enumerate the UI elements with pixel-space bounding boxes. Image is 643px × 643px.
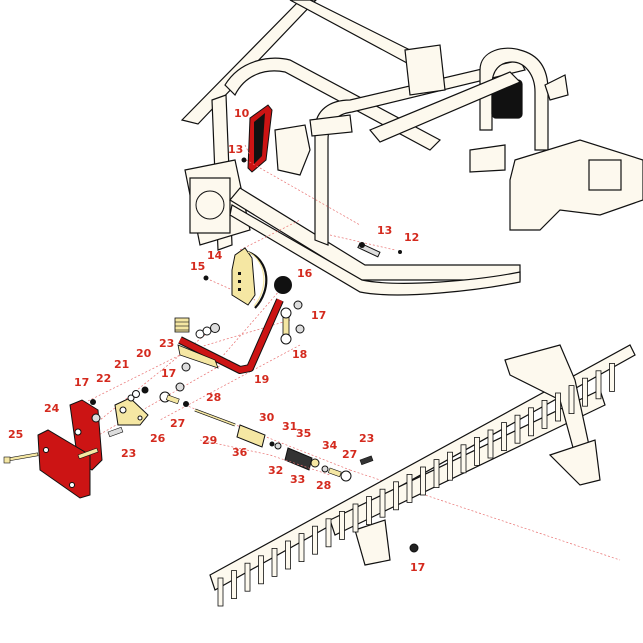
rake-tines bbox=[217, 362, 615, 607]
part-19-control-lever bbox=[174, 298, 284, 374]
callout-12: 12 bbox=[404, 231, 420, 244]
callout-13-lower: 13 bbox=[377, 224, 393, 237]
callout-20: 20 bbox=[136, 347, 152, 360]
rake-tine bbox=[339, 510, 345, 540]
rake-tine bbox=[514, 414, 521, 444]
callout-24: 24 bbox=[44, 402, 60, 415]
callout-17-bracket: 17 bbox=[74, 376, 90, 389]
rake-tine bbox=[555, 392, 561, 422]
callout-15: 15 bbox=[190, 260, 206, 273]
rake-tine bbox=[312, 525, 318, 555]
callout-14: 14 bbox=[207, 249, 223, 262]
callout-22: 22 bbox=[96, 372, 112, 385]
part-10-grille-panel bbox=[247, 104, 273, 173]
callout-28-right: 28 bbox=[316, 479, 332, 492]
rake-tine bbox=[217, 577, 224, 607]
rake-tine bbox=[231, 570, 237, 599]
rake-tine bbox=[474, 436, 480, 466]
part-26-bracket bbox=[90, 382, 185, 438]
rake-tine bbox=[528, 407, 534, 437]
part-18-link bbox=[280, 300, 305, 345]
rake-tine bbox=[244, 562, 251, 592]
rake-tine bbox=[406, 473, 413, 503]
rake-tine bbox=[285, 540, 291, 570]
callout-16: 16 bbox=[297, 267, 313, 280]
callout-30: 30 bbox=[259, 411, 275, 424]
callout-17-rake: 17 bbox=[410, 561, 426, 574]
callout-27-left: 27 bbox=[170, 417, 186, 430]
rake-tine bbox=[595, 370, 602, 400]
callout-36: 36 bbox=[232, 446, 248, 459]
callout-19: 19 bbox=[254, 373, 270, 386]
rake-tine bbox=[420, 466, 426, 496]
rake-tine bbox=[258, 555, 264, 585]
rake-tine bbox=[433, 459, 440, 489]
rake-tine bbox=[460, 444, 467, 474]
rake-tine bbox=[298, 533, 305, 562]
rake-tine bbox=[393, 481, 399, 511]
rake-tine bbox=[379, 488, 386, 518]
callout-28-left: 28 bbox=[206, 391, 222, 404]
rake-tine bbox=[325, 518, 332, 548]
callout-27-right: 27 bbox=[342, 448, 358, 461]
chassis-frame bbox=[180, 0, 643, 296]
callout-23-bracket: 23 bbox=[121, 447, 137, 460]
callout-13-upper: 13 bbox=[228, 143, 244, 156]
rake-tine bbox=[366, 496, 372, 526]
rake-tine bbox=[609, 362, 615, 392]
part-25-bolt bbox=[3, 452, 39, 464]
callout-18: 18 bbox=[292, 348, 308, 361]
rake-tine bbox=[541, 399, 548, 429]
callout-23-right: 23 bbox=[359, 432, 375, 445]
callout-23-lever: 23 bbox=[159, 337, 175, 350]
callout-17-link: 17 bbox=[311, 309, 327, 322]
part-14-quadrant-bracket bbox=[203, 247, 268, 309]
callout-32: 32 bbox=[268, 464, 284, 477]
rake-tine bbox=[582, 377, 588, 407]
bolt-hardware-upper bbox=[241, 157, 402, 258]
callout-17-rod: 17 bbox=[161, 367, 177, 380]
callout-31: 31 bbox=[282, 420, 298, 433]
callout-33: 33 bbox=[290, 473, 306, 486]
callout-10: 10 bbox=[234, 107, 250, 120]
callout-35: 35 bbox=[296, 427, 312, 440]
rake-tine bbox=[447, 451, 453, 481]
callout-25: 25 bbox=[8, 428, 24, 441]
turnbuckle-rod-assembly bbox=[159, 391, 374, 482]
rake-tine bbox=[352, 503, 359, 533]
callout-29: 29 bbox=[202, 434, 218, 447]
callout-21: 21 bbox=[114, 358, 130, 371]
nut-17-lower bbox=[409, 543, 419, 553]
callout-34: 34 bbox=[322, 439, 338, 452]
part-16-knob bbox=[274, 276, 292, 294]
rake-tine bbox=[487, 429, 494, 459]
callout-26: 26 bbox=[150, 432, 166, 445]
rake-tine bbox=[568, 385, 575, 415]
rake-tine bbox=[501, 422, 507, 452]
rake-tine bbox=[271, 548, 278, 577]
